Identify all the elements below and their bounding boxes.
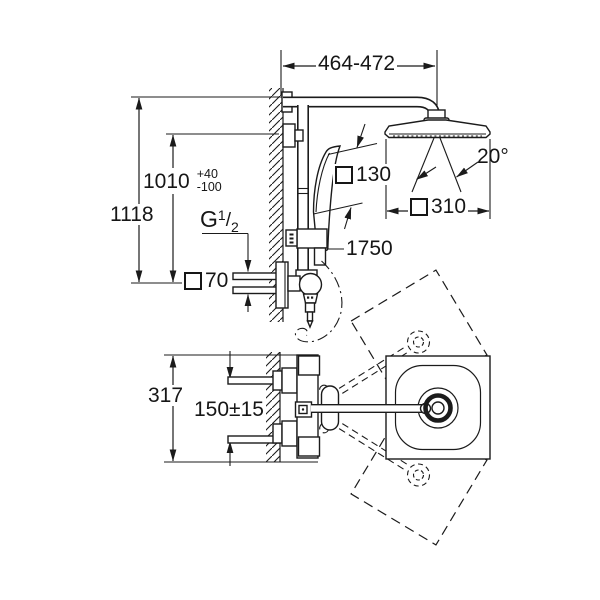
thread-slash: / [225, 210, 231, 231]
dim-arm-reach-label: 464-472 [316, 52, 398, 75]
valve-knob [298, 272, 323, 297]
supply-pipe-bottom [232, 286, 278, 295]
tolerance-minus: -100 [196, 180, 222, 195]
square-dimension-icon [410, 197, 428, 216]
dim-overall-height-label: 1118 [108, 204, 156, 225]
square-dimension-icon [335, 165, 353, 184]
handle-top [297, 355, 321, 376]
thread-denominator: 2 [230, 219, 239, 235]
square-dimension-icon [184, 271, 202, 290]
dim-hand-shower-label: 130 [333, 163, 394, 186]
escutcheon-value: 70 [205, 269, 229, 292]
dim-escutcheon-label: 70 [182, 269, 231, 292]
mount-height-value: 1010 [143, 169, 190, 193]
handle-bottom [297, 436, 321, 457]
wall-hatching-top-view [266, 352, 281, 462]
thread-prefix: G [200, 206, 218, 232]
dim-hose-length-label: 1750 [346, 238, 393, 259]
rail-slider-holder [285, 228, 328, 266]
arm-reach-value: 464-472 [318, 52, 396, 75]
dimension-trim [164, 354, 318, 463]
spray-angle-value: 20° [477, 145, 509, 168]
hand-shower-face-value: 130 [356, 163, 392, 186]
dim-spray-angle-label: 20° [477, 146, 509, 167]
tolerance-plus: +40 [196, 167, 218, 181]
overall-height-value: 1118 [110, 203, 154, 226]
dim-supply-spacing-label: 150±15 [194, 399, 264, 420]
shower-arm-top-view [311, 385, 432, 431]
spray-angle [411, 137, 479, 193]
trim-height-value: 317 [148, 384, 184, 407]
thread-numerator: 1 [217, 207, 226, 223]
top-view [164, 269, 491, 546]
supply-connections-top-view [227, 367, 298, 447]
dim-head-shower-label: 310 [408, 195, 469, 218]
valve-side [232, 261, 323, 329]
dim-mount-height-label: 1010 +40 -100 [141, 167, 224, 195]
shower-hose [294, 260, 343, 343]
head-shower-side [384, 109, 491, 139]
supply-spacing-value: 150±15 [194, 398, 264, 421]
hose-length-value: 1750 [346, 237, 393, 260]
wall-bracket [282, 123, 304, 148]
thread-dimension [202, 232, 252, 312]
head-shower-face-value: 310 [431, 195, 467, 218]
ball-joint-top-view [423, 393, 453, 423]
dimension-hand-shower-face [313, 123, 378, 230]
dim-thread-label: G1/2 [200, 206, 239, 235]
dim-trim-label: 317 [146, 384, 186, 407]
supply-pipe-top [232, 272, 278, 281]
mount-height-tolerance: +40 -100 [196, 167, 222, 195]
